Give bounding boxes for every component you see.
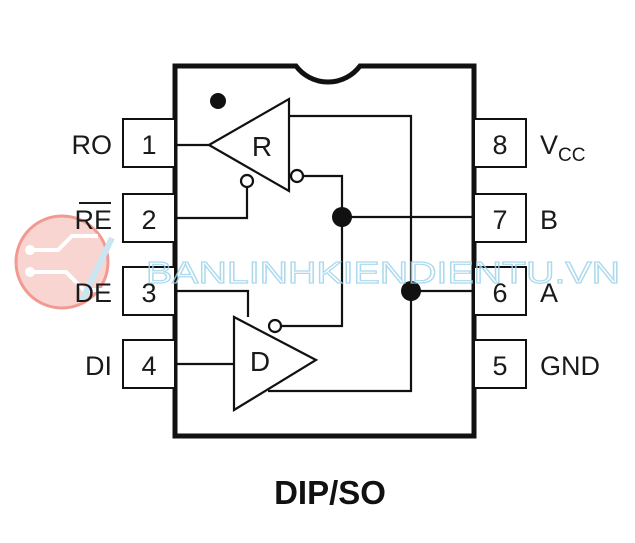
pin-box-1 <box>122 118 176 168</box>
pin-label-re: RE <box>74 205 112 235</box>
wiring <box>175 114 474 393</box>
receiver-gate <box>206 97 291 193</box>
pin-number-8: 8 <box>492 130 507 160</box>
pin-number-4: 4 <box>141 351 156 381</box>
ic-body <box>172 63 477 439</box>
pin-box-2 <box>122 193 176 243</box>
pin-label-ro: RO <box>72 130 113 160</box>
pin-box-7 <box>473 193 527 243</box>
pin-label-di: DI <box>85 351 112 381</box>
junction-a <box>401 281 421 301</box>
pin-box-6 <box>473 266 527 316</box>
watermark-logo <box>14 214 115 310</box>
driver-gate-label: D <box>250 346 270 377</box>
pin-label-a: A <box>540 278 558 308</box>
receiver-gate-label: R <box>252 131 272 162</box>
pin-label-b: B <box>540 205 558 235</box>
package-caption: DIP/SO <box>274 474 386 511</box>
pin-number-3: 3 <box>141 278 156 308</box>
watermark-text: BANLINHKIENDIENTU.VN <box>146 255 620 290</box>
pin-number-5: 5 <box>492 351 507 381</box>
pin-box-8 <box>473 118 527 168</box>
pin-label-vcc-sub: CC <box>558 145 585 166</box>
pin-box-5 <box>473 339 527 389</box>
pin-number-2: 2 <box>141 205 156 235</box>
pin-label-de: DE <box>74 278 112 308</box>
pin-label-gnd: GND <box>540 351 600 381</box>
pin-box-4 <box>122 339 176 389</box>
junction-b <box>332 207 352 227</box>
pin-number-6: 6 <box>492 278 507 308</box>
pin-label-vcc: VCC <box>540 130 585 166</box>
pin-label-vcc-main: V <box>540 130 558 160</box>
pin-number-1: 1 <box>141 130 156 160</box>
pin1-indicator-dot <box>210 93 226 109</box>
pin-number-7: 7 <box>492 205 507 235</box>
